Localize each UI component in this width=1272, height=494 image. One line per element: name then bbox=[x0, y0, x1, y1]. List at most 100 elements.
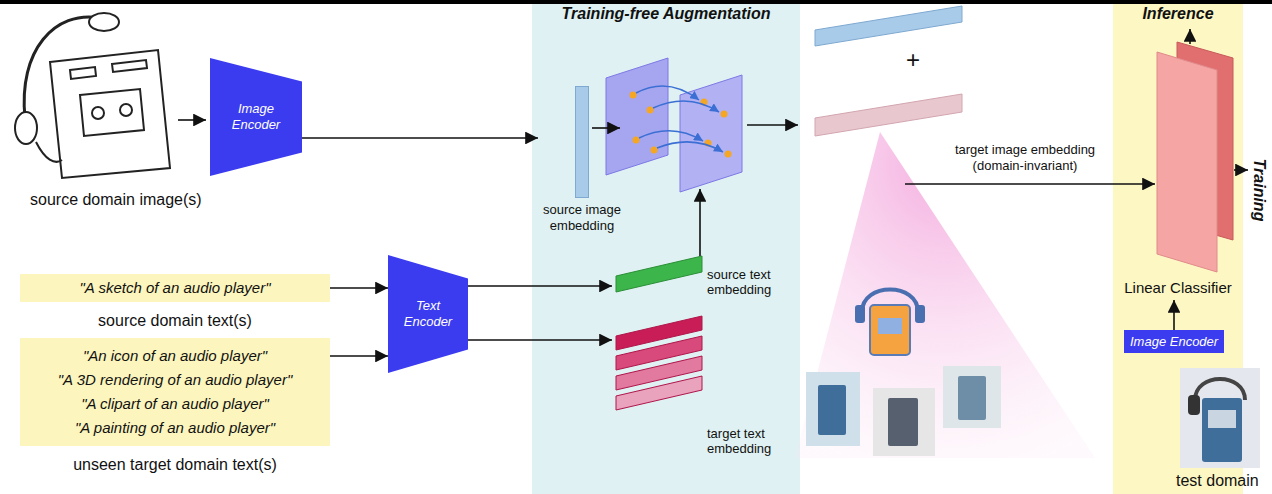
prompt-text: "An icon of an audio player" bbox=[26, 344, 324, 368]
flow-arrow bbox=[178, 119, 206, 121]
flow-arrow bbox=[747, 124, 798, 126]
augmentation-planes bbox=[647, 107, 654, 114]
augmentation-planes bbox=[657, 142, 723, 152]
test-photo bbox=[1180, 368, 1260, 468]
target-domain-icons bbox=[943, 366, 1001, 428]
prompt-text: "A 3D rendering of an audio player" bbox=[26, 368, 324, 392]
classifier-shape bbox=[1117, 40, 1239, 275]
prompt-text: "A clipart of an audio player" bbox=[26, 392, 324, 416]
encoder-block: Text Encoder bbox=[388, 255, 468, 373]
classifier-label: Linear Classifier bbox=[1124, 279, 1232, 296]
flow-arrow bbox=[468, 285, 612, 287]
augmentation-planes bbox=[606, 58, 668, 175]
test-photo bbox=[1180, 368, 1260, 468]
test-photo bbox=[1188, 395, 1200, 415]
flow-arrow bbox=[178, 29, 1248, 256]
flow-arrow bbox=[699, 189, 701, 256]
prompt-caption: source domain text(s) bbox=[20, 312, 330, 330]
embedding-vector: target text embedding bbox=[612, 312, 795, 457]
augmentation-planes bbox=[680, 75, 742, 192]
augmentation-planes bbox=[639, 131, 703, 141]
sketch-walkman bbox=[36, 142, 62, 162]
flow-arrow bbox=[1189, 29, 1191, 44]
prompt-background: "An icon of an audio player""A 3D render… bbox=[20, 338, 330, 446]
prompt-text: "A painting of an audio player" bbox=[26, 416, 324, 440]
encoder-shape bbox=[388, 255, 468, 373]
top-border bbox=[0, 0, 1272, 4]
top-border bbox=[0, 0, 1272, 4]
free-label: Training bbox=[1249, 159, 1268, 222]
augmentation-planes bbox=[633, 137, 640, 144]
flow-arrow bbox=[330, 287, 388, 289]
embedding-vector: source image embedding bbox=[538, 86, 626, 233]
sketch-walkman bbox=[112, 60, 147, 72]
embedding-vector: source text embedding bbox=[612, 236, 795, 298]
flow-arrow bbox=[468, 339, 612, 341]
target-domain-icons bbox=[806, 290, 1001, 457]
sketch-walkman bbox=[92, 107, 104, 119]
embedding-bar bbox=[612, 312, 707, 457]
target-domain-icons bbox=[958, 376, 986, 420]
flow-arrow bbox=[592, 127, 620, 129]
prompt-caption: unseen target domain text(s) bbox=[20, 456, 330, 474]
linear-classifier: Linear Classifier bbox=[1117, 40, 1239, 300]
target-domain-icons bbox=[873, 388, 935, 456]
test-photo bbox=[1202, 398, 1242, 462]
encoder-label: Image Encoder bbox=[1130, 334, 1218, 349]
encoder-block: Image Encoder bbox=[210, 58, 302, 176]
flow-arrow bbox=[1234, 169, 1248, 171]
embedding-label: source text embedding bbox=[707, 267, 795, 298]
embedding-bar bbox=[616, 256, 702, 292]
target-domain-icons bbox=[870, 305, 910, 355]
embedding-label: source image embedding bbox=[538, 202, 626, 233]
test-photo bbox=[1208, 410, 1236, 428]
embedding-bar bbox=[616, 376, 702, 410]
combined-embedding-glow bbox=[795, 6, 1095, 458]
sketch-walkman bbox=[89, 13, 119, 31]
embedding-bar bbox=[612, 236, 707, 298]
augmentation-planes bbox=[651, 147, 658, 154]
encoder-box: Image Encoder bbox=[1124, 330, 1224, 353]
augmentation-planes bbox=[630, 92, 637, 99]
sketch-walkman bbox=[70, 67, 96, 79]
text-prompt-box: "A sketch of an audio player" source doma… bbox=[20, 274, 330, 330]
combined-embedding-glow bbox=[815, 94, 962, 136]
prompt-text: "A sketch of an audio player" bbox=[26, 276, 324, 300]
panel-background bbox=[532, 0, 800, 494]
flow-arrow bbox=[905, 183, 1155, 185]
augmentation-planes bbox=[636, 86, 699, 100]
test-photo bbox=[1195, 379, 1245, 400]
target-domain-icons bbox=[888, 398, 918, 446]
embedding-label: target text embedding bbox=[707, 426, 795, 457]
sketch-walkman bbox=[50, 50, 170, 178]
free-label: target image embedding (domain-invariant… bbox=[950, 142, 1100, 173]
target-domain-icons bbox=[818, 385, 846, 435]
augmentation-planes bbox=[653, 101, 719, 112]
augmentation-planes bbox=[721, 111, 728, 118]
inference-panel: InferenceLinear ClassifierImage Encoder bbox=[1113, 0, 1243, 494]
augmentation-planes bbox=[606, 58, 742, 192]
augmentation-panel: Training-free Augmentationsource image e… bbox=[532, 0, 800, 494]
sketch-walkman bbox=[120, 104, 132, 116]
sketch-walkman bbox=[15, 112, 37, 144]
panel-background bbox=[532, 0, 1243, 494]
embedding-bar bbox=[576, 87, 589, 198]
combined-embedding-glow bbox=[815, 6, 962, 46]
encoder-label: Image Encoder bbox=[226, 101, 286, 134]
target-domain-icons bbox=[915, 305, 925, 323]
prompt-background: "A sketch of an audio player" bbox=[20, 274, 330, 302]
flow-arrow bbox=[1173, 300, 1175, 330]
augmentation-planes bbox=[725, 151, 732, 158]
classifier-shape bbox=[1157, 52, 1217, 272]
sketch-walkman bbox=[15, 13, 170, 178]
text-prompt-box: "An icon of an audio player""A 3D render… bbox=[20, 338, 330, 474]
target-domain-icons bbox=[806, 372, 860, 446]
free-label: + bbox=[906, 46, 920, 75]
free-label: source domain image(s) bbox=[30, 190, 202, 209]
target-domain-icons bbox=[878, 318, 902, 334]
panel-background bbox=[1113, 0, 1243, 494]
embedding-bar bbox=[575, 86, 589, 198]
flow-arrow bbox=[302, 137, 538, 139]
panel-title: Inference bbox=[1113, 5, 1243, 23]
